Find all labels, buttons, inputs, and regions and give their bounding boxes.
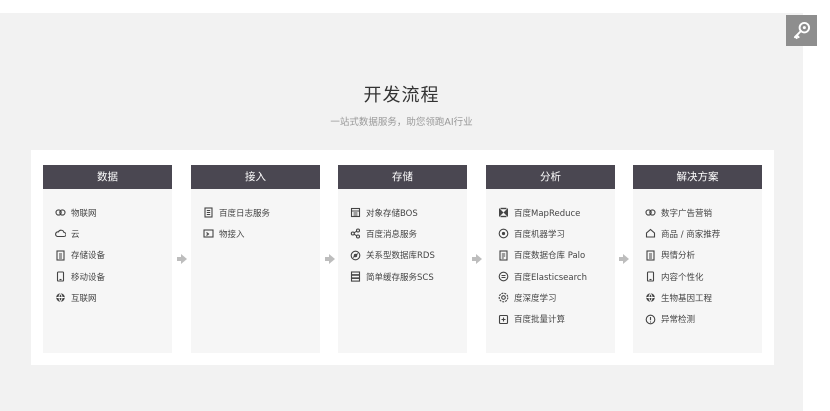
list-item[interactable]: 关系型数据库RDS (350, 245, 467, 266)
list-item-label: 物联网 (71, 208, 97, 219)
list-item-label: 关系型数据库RDS (366, 251, 435, 262)
list-item-label: 百度消息服务 (366, 229, 418, 240)
arrow-right-icon (472, 254, 482, 264)
list-item-label: 商品 / 商家推荐 (661, 229, 721, 240)
column-analysis: 分析 百度MapReduce 百度机器学习百度数据仓库 Palo 百度Elastic… (486, 165, 615, 353)
list-item[interactable]: 云 (55, 223, 172, 244)
column-header: 存储 (338, 165, 467, 189)
list-item[interactable]: 度深度学习 (498, 287, 615, 308)
database-icon (350, 250, 361, 261)
list-item[interactable]: 物接入 (203, 223, 320, 244)
list-item[interactable]: 百度日志服务 (203, 202, 320, 223)
list-item[interactable]: 物联网 (55, 202, 172, 223)
arrow-right-icon (325, 254, 335, 264)
list-item[interactable]: 百度批量计算 (498, 308, 615, 329)
page-subtitle: 一站式数据服务，助您领跑AI行业 (330, 117, 473, 128)
page-title: 开发流程 (363, 85, 440, 106)
anomaly-detection-icon (645, 314, 656, 325)
gene-engineering-icon (645, 292, 656, 303)
list-item[interactable]: 对象存储BOS (350, 202, 467, 223)
arrow-right-icon (619, 254, 629, 264)
list-item[interactable]: 百度消息服务 (350, 223, 467, 244)
internet-globe-icon (55, 292, 66, 303)
sentiment-analysis-icon (645, 250, 656, 261)
list-item-label: 生物基因工程 (661, 293, 713, 304)
list-item-label: 百度数据仓库 Palo (514, 251, 586, 262)
zoom-button[interactable] (786, 15, 817, 46)
list-item[interactable]: 舆情分析 (645, 245, 762, 266)
flow-panel: 数据 物联网云存储设备移动设备互联网 接入 百度日志服务物接入 存储 对象存储B… (31, 150, 774, 365)
list-item[interactable]: 互联网 (55, 287, 172, 308)
list-item-label: 度深度学习 (514, 293, 557, 304)
machine-learning-icon (498, 228, 509, 239)
content-personalize-icon (645, 271, 656, 282)
list-item[interactable]: 百度机器学习 (498, 223, 615, 244)
list-item-label: 对象存储BOS (366, 208, 418, 219)
column-solutions: 解决方案 数字广告营销商品 / 商家推荐舆情分析内容个性化生物基因工程异常检测 (633, 165, 762, 353)
list-item[interactable]: 存储设备 (55, 245, 172, 266)
message-share-icon (350, 228, 361, 239)
list-item-label: 百度日志服务 (219, 208, 271, 219)
list-item[interactable]: 商品 / 商家推荐 (645, 223, 762, 244)
list-item-label: 数字广告营销 (661, 208, 713, 219)
data-warehouse-icon (498, 250, 509, 261)
list-item-label: 百度MapReduce (514, 208, 581, 219)
list-item[interactable]: 数字广告营销 (645, 202, 762, 223)
recommend-icon (645, 228, 656, 239)
batch-compute-icon (498, 314, 509, 325)
list-item-label: 移动设备 (71, 272, 106, 283)
column-data: 数据 物联网云存储设备移动设备互联网 (43, 165, 172, 353)
list-item-label: 百度机器学习 (514, 229, 566, 240)
column-header: 数据 (43, 165, 172, 189)
deep-learning-icon (498, 292, 509, 303)
list-item[interactable]: 百度MapReduce (498, 202, 615, 223)
iot-link-icon (55, 207, 66, 218)
device-access-icon (203, 228, 214, 239)
list-item[interactable]: 百度Elasticsearch (498, 266, 615, 287)
column-header: 分析 (486, 165, 615, 189)
cloud-icon (55, 228, 66, 239)
list-item-label: 简单缓存服务SCS (366, 272, 434, 283)
list-item[interactable]: 百度数据仓库 Palo (498, 245, 615, 266)
storage-device-icon (55, 250, 66, 261)
list-item-label: 存储设备 (71, 251, 106, 262)
list-item[interactable]: 内容个性化 (645, 266, 762, 287)
list-item-label: 云 (71, 229, 80, 240)
list-item-label: 内容个性化 (661, 272, 704, 283)
page-background: 开发流程 一站式数据服务，助您领跑AI行业 数据 物联网云存储设备移动设备互联网… (0, 13, 803, 411)
list-item[interactable]: 生物基因工程 (645, 287, 762, 308)
log-document-icon (203, 207, 214, 218)
column-header: 接入 (191, 165, 320, 189)
ad-marketing-icon (645, 207, 656, 218)
list-item-label: 物接入 (219, 229, 245, 240)
mapreduce-icon (498, 207, 509, 218)
list-item[interactable]: 简单缓存服务SCS (350, 266, 467, 287)
elasticsearch-icon (498, 271, 509, 282)
list-item-label: 百度批量计算 (514, 315, 566, 326)
list-item[interactable]: 异常检测 (645, 308, 762, 329)
cache-server-icon (350, 271, 361, 282)
arrow-right-icon (177, 254, 187, 264)
column-header: 解决方案 (633, 165, 762, 189)
column-access: 接入 百度日志服务物接入 (191, 165, 320, 353)
object-storage-icon (350, 207, 361, 218)
list-item[interactable]: 移动设备 (55, 266, 172, 287)
column-storage: 存储 对象存储BOS 百度消息服务关系型数据库RDS 简单缓存服务SCS (338, 165, 467, 353)
zoom-key-icon (793, 21, 811, 40)
mobile-device-icon (55, 271, 66, 282)
list-item-label: 互联网 (71, 293, 97, 304)
list-item-label: 舆情分析 (661, 251, 696, 262)
list-item-label: 异常检测 (661, 315, 696, 326)
list-item-label: 百度Elasticsearch (514, 272, 587, 283)
